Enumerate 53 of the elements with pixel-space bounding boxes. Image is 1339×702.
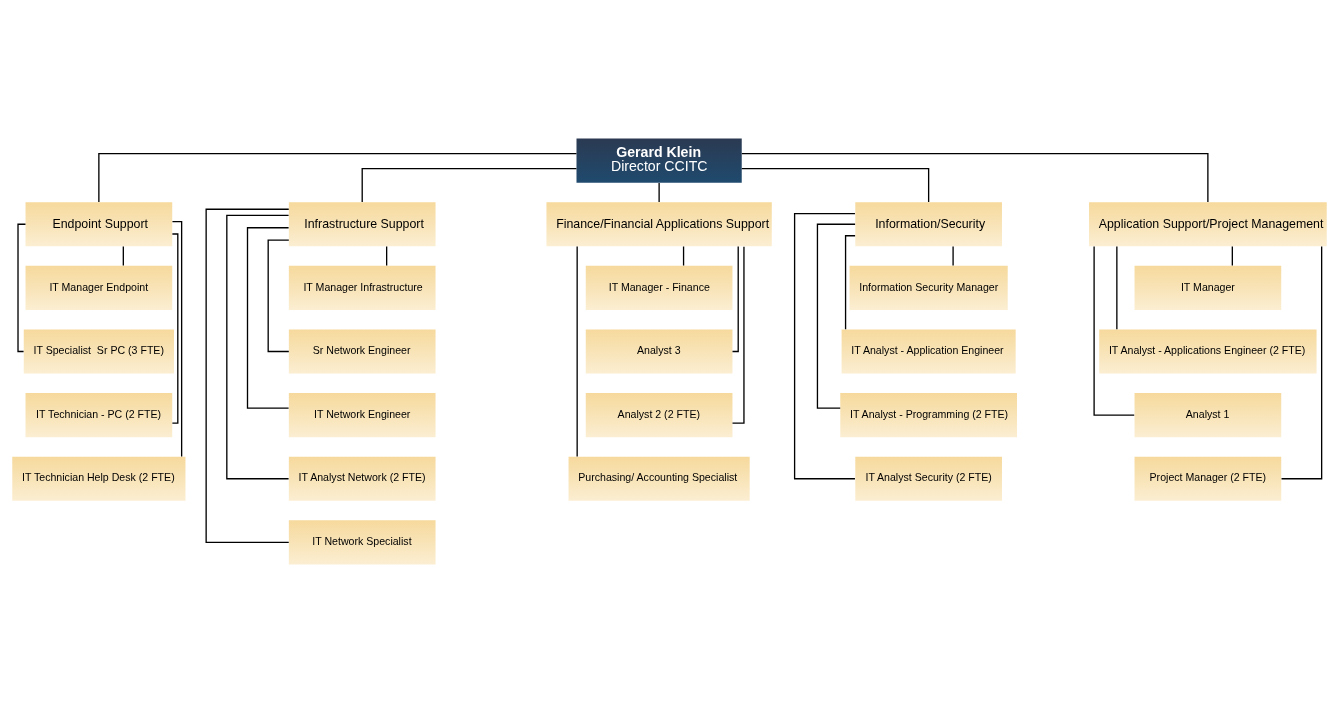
node-box: IT Technician Help Desk (2 FTE) bbox=[12, 456, 186, 501]
node-box: IT Specialist Sr PC (3 FTE) bbox=[23, 328, 174, 374]
connector bbox=[741, 152, 1209, 203]
connector bbox=[171, 232, 179, 424]
connector bbox=[741, 167, 930, 203]
node-box: IT Analyst - Application Engineer bbox=[841, 328, 1016, 374]
node-box: IT Manager Infrastructure bbox=[288, 265, 436, 310]
node-box: Analyst 1 bbox=[1134, 392, 1282, 437]
node-box: IT Network Engineer bbox=[288, 392, 436, 437]
node-box: IT Analyst Network (2 FTE) bbox=[288, 456, 436, 501]
node-box: Purchasing/ Accounting Specialist bbox=[568, 456, 750, 501]
connector bbox=[731, 245, 739, 352]
connector bbox=[122, 245, 124, 266]
node-box: IT Analyst - Programming (2 FTE) bbox=[840, 392, 1017, 437]
connector bbox=[682, 245, 685, 266]
connector bbox=[793, 212, 856, 479]
node-box: IT Technician - PC (2 FTE) bbox=[25, 392, 173, 437]
connector bbox=[246, 226, 290, 409]
node-box: Endpoint Support bbox=[25, 201, 173, 246]
node-box: Analyst 2 (2 FTE) bbox=[585, 392, 733, 437]
connector bbox=[658, 181, 660, 203]
node-box: Sr Network Engineer bbox=[288, 328, 436, 374]
connector bbox=[1093, 245, 1135, 416]
connector bbox=[98, 152, 578, 203]
node-box: Analyst 3 bbox=[585, 328, 733, 374]
connector bbox=[731, 245, 745, 424]
connector bbox=[952, 245, 954, 266]
connector bbox=[576, 245, 578, 457]
node-box: IT Analyst - Applications Engineer (2 FTE) bbox=[1099, 328, 1317, 374]
connector bbox=[386, 245, 388, 266]
connector bbox=[816, 223, 856, 409]
node-box: Gerard Klein Director CCITC bbox=[576, 138, 742, 183]
node-box: IT Manager - Finance bbox=[585, 265, 733, 310]
connector bbox=[205, 208, 290, 543]
connector bbox=[1116, 245, 1118, 330]
connector bbox=[171, 220, 183, 457]
node-box: Information Security Manager bbox=[849, 265, 1008, 310]
connector bbox=[17, 223, 27, 352]
connector bbox=[267, 239, 290, 352]
node-box: IT Manager bbox=[1134, 265, 1282, 310]
node-box: IT Analyst Security (2 FTE) bbox=[855, 456, 1002, 501]
node-box: Information/Security bbox=[855, 201, 1002, 246]
node-box: Application Support/Project Management bbox=[1089, 201, 1327, 246]
connector bbox=[1280, 245, 1323, 479]
node-box: Project Manager (2 FTE) bbox=[1134, 456, 1282, 501]
connector bbox=[361, 167, 578, 203]
connector bbox=[226, 214, 290, 479]
connector bbox=[844, 234, 856, 330]
node-box: IT Manager Endpoint bbox=[25, 265, 173, 310]
node-box: IT Network Specialist bbox=[288, 519, 436, 564]
connector bbox=[1231, 245, 1233, 266]
node-box: Finance/Financial Applications Support bbox=[546, 201, 772, 246]
node-box: Infrastructure Support bbox=[288, 201, 436, 246]
